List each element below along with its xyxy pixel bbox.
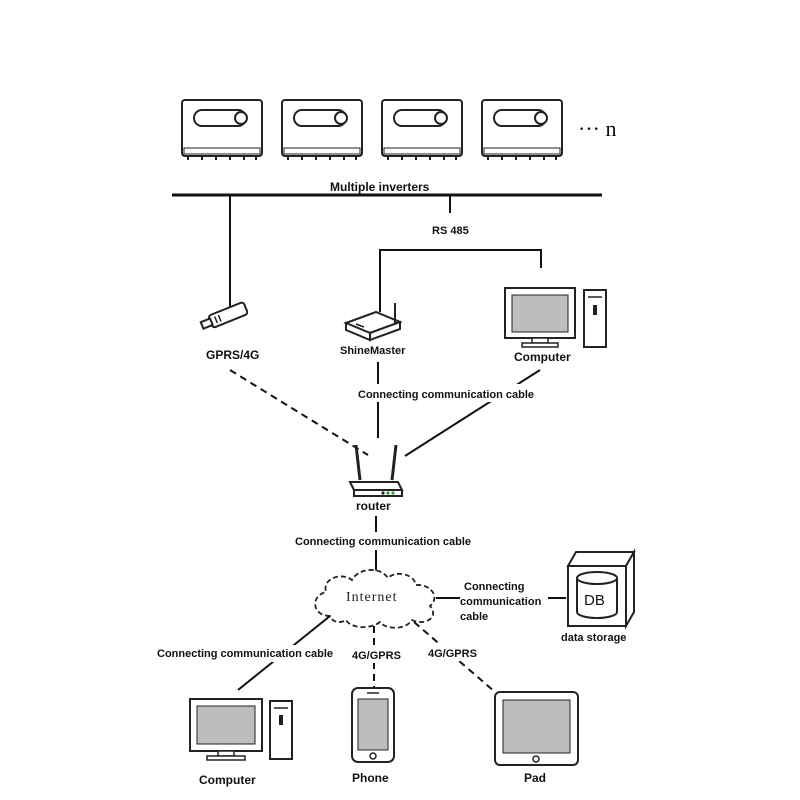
pad-icon (494, 691, 579, 766)
cable-top-label-bg (355, 384, 551, 402)
phone-label: Phone (352, 771, 389, 785)
internet-cloud-icon (314, 569, 436, 629)
storage-cable-label-line3: cable (460, 611, 488, 623)
cable-top-label: Connecting communication cable (358, 389, 534, 401)
computer-bottom-icon (189, 698, 293, 761)
storage-cable-label-bg (460, 578, 548, 622)
internet-label: Internet (346, 590, 398, 605)
shinemaster-label: ShineMaster (340, 345, 406, 357)
rs485-bus-line (379, 249, 542, 312)
cable-mid-label: Connecting communication cable (295, 536, 471, 548)
phone-link-label: 4G/GPRS (352, 650, 401, 662)
inverter-3 (381, 99, 463, 160)
multiple-inverters-label: Multiple inverters (330, 180, 430, 194)
computer-bottom-label: Computer (199, 773, 256, 787)
storage-cable-label-line2: communication (460, 596, 542, 608)
inverter-1 (181, 99, 263, 160)
phone-icon (351, 687, 395, 763)
data-storage-label: data storage (561, 632, 626, 644)
pad-label: Pad (524, 771, 546, 785)
router-icon (348, 444, 404, 497)
cable-mid-label-bg (292, 532, 488, 550)
inverter-2 (281, 99, 363, 160)
computer-router-link (404, 369, 541, 457)
storage-cable-label-line1: Connecting (464, 581, 525, 593)
computer-top-icon (504, 287, 607, 348)
shinemaster-icon (343, 303, 403, 342)
inverter-4 (481, 99, 563, 160)
phone-link-label-bg (350, 647, 406, 663)
data-storage-icon (566, 548, 636, 630)
router-label: router (356, 499, 391, 513)
rs485-label: RS 485 (432, 225, 469, 237)
gprs-dongle-icon (199, 301, 249, 330)
gprs4g-label: GPRS/4G (206, 348, 259, 362)
pad-link-label-bg (426, 645, 484, 661)
computer-top-label: Computer (514, 350, 571, 364)
db-label: DB (584, 592, 605, 609)
gprs-router-dashed-link (229, 369, 369, 456)
pad-link-label: 4G/GPRS (428, 648, 477, 660)
cable-bottom-label-bg (155, 645, 351, 662)
cable-bottom-label: Connecting communication cable (157, 648, 333, 660)
inverter-count-label: ··· n (578, 116, 616, 141)
